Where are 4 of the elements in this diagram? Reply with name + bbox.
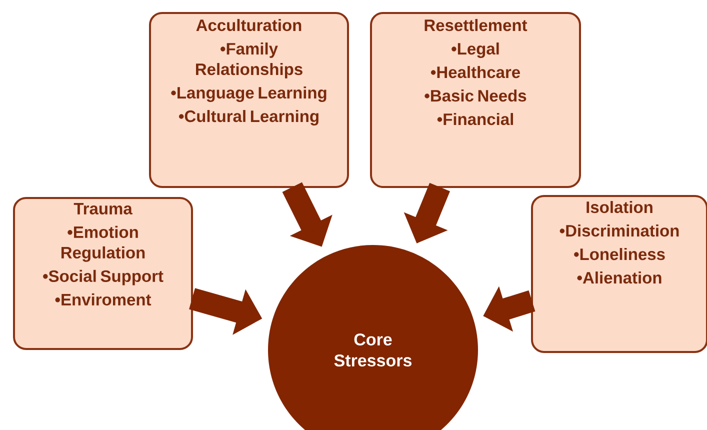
category-box: Acculturation •Family Relationships •Language Learning •Cultural Learning <box>149 12 349 188</box>
category-box: Trauma •Emotion Regulation •Social Support •Enviroment <box>13 197 193 350</box>
category-box: Isolation •Discrimination •Loneliness •Alienation <box>531 195 707 353</box>
category-box: Resettlement •Legal •Healthcare •Basic Needs •Financial <box>370 12 581 188</box>
